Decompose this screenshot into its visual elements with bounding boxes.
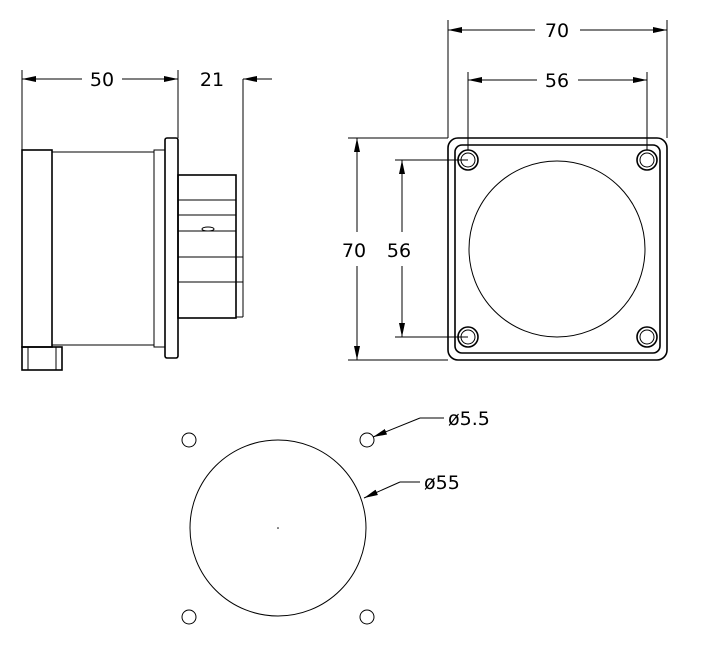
- center-diameter-label: ø55: [424, 472, 460, 494]
- width-dimension-70: 70: [545, 20, 569, 42]
- mounting-holes: [457, 149, 658, 348]
- side-view: 50 21: [21, 69, 272, 371]
- width-dimension-56: 56: [545, 70, 569, 92]
- hole-diameter-label: ø5.5: [448, 408, 490, 430]
- front-view: 70 56 70 56: [342, 20, 668, 361]
- height-dimension-56: 56: [387, 240, 411, 262]
- panel-cutout: ø5.5 ø55: [181, 408, 490, 625]
- height-dimension-70: 70: [342, 240, 366, 262]
- depth-dimension-50: 50: [90, 69, 114, 91]
- depth-dimension-21: 21: [200, 69, 224, 91]
